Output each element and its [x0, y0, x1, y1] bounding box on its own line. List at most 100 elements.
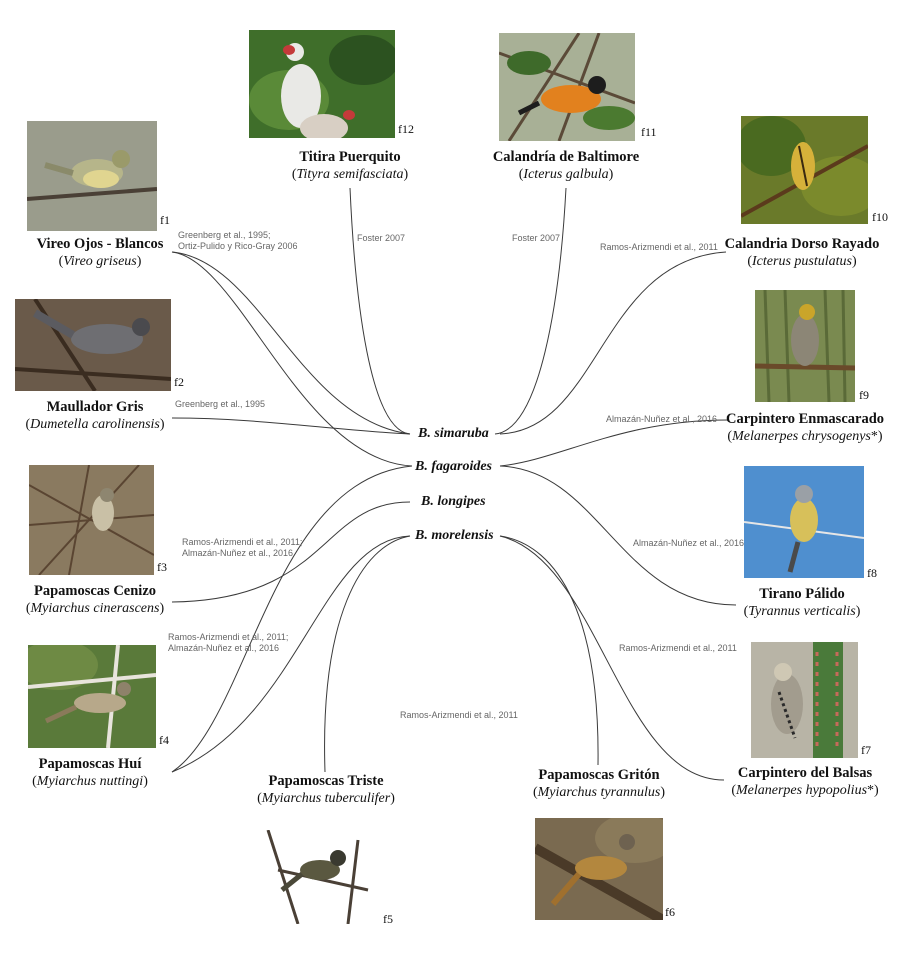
- link-f6-morelensis: [499, 535, 599, 766]
- bird-illustration: [755, 290, 855, 402]
- reference-line: Greenberg et al., 1995;: [178, 230, 271, 240]
- figure-label: f8: [867, 566, 877, 580]
- scientific-name: (Myiarchus tyrannulus): [532, 785, 666, 800]
- reference-line: Ramos-Arizmendi et al., 2011;: [182, 537, 303, 547]
- link-f3-longipes: [171, 501, 411, 603]
- bird-label-f2: Maullador Gris (Dumetella carolinensis): [0, 398, 190, 434]
- figure-label: f9: [859, 388, 869, 402]
- reference-f11: Foster 2007: [512, 233, 560, 244]
- photo-titira-puerquito: [249, 30, 395, 138]
- plant-node-morelensis: B. morelensis: [415, 528, 494, 543]
- reference-f2: Greenberg et al., 1995: [175, 399, 265, 410]
- reference-line: Ramos-Arizmendi et al., 2011;: [168, 632, 289, 642]
- scientific-name: (Icterus galbula): [518, 167, 614, 182]
- scientific-name: (Tyrannus verticalis): [743, 604, 861, 619]
- photo-papamoscas-cenizo: [29, 465, 154, 575]
- scientific-name: (Dumetella carolinensis): [25, 417, 165, 432]
- scientific-name: (Vireo griseus): [58, 254, 142, 269]
- link-f1-simaruba: [171, 251, 411, 435]
- common-name: Titira Puerquito: [299, 149, 401, 165]
- bird-illustration: [27, 121, 157, 231]
- scientific-name: (Tityra semifasciata): [291, 167, 409, 182]
- bird-illustration: [249, 30, 395, 138]
- scientific-name: (Icterus pustulatus): [747, 254, 857, 269]
- common-name: Papamoscas Cenizo: [33, 583, 157, 599]
- reference-line: Ortiz-Pulido y Rico-Gray 2006: [178, 241, 298, 251]
- reference-f1: Greenberg et al., 1995; Ortiz-Pulido y R…: [178, 230, 298, 252]
- figure-label: f7: [861, 743, 871, 757]
- reference-line: Almazán-Nuñez et al., 2016: [633, 538, 745, 548]
- link-f11-simaruba: [494, 187, 567, 435]
- common-name: Vireo Ojos - Blancos: [36, 236, 164, 252]
- figure-label: f10: [872, 210, 888, 224]
- common-name: Calandría de Baltimore: [492, 149, 640, 165]
- reference-line: Almazán-Nuñez et al., 2016: [182, 548, 294, 558]
- bird-illustration: [741, 116, 868, 224]
- link-f12-simaruba: [349, 187, 411, 435]
- photo-papamoscas-hui: [28, 645, 156, 748]
- figure-label: f5: [383, 912, 393, 926]
- figure-label: f1: [160, 213, 170, 227]
- bird-illustration: [15, 299, 171, 391]
- reference-f3: Ramos-Arizmendi et al., 2011; Almazán-Nu…: [182, 537, 302, 559]
- reference-f8: Almazán-Nuñez et al., 2016: [633, 538, 744, 549]
- scientific-name: (Myiarchus tuberculifer): [257, 791, 395, 806]
- link-f4-fagaroides: [171, 465, 413, 773]
- common-name: Tirano Pálido: [759, 586, 845, 602]
- link-f9-fagaroides: [499, 419, 729, 467]
- link-f2-simaruba: [171, 417, 411, 435]
- reference-line: Ramos-Arizmendi et al., 2011: [619, 643, 737, 653]
- photo-vireo-ojos-blancos: [27, 121, 157, 231]
- photo-tirano-palido: [744, 466, 864, 578]
- figure-label: f12: [398, 122, 414, 136]
- scientific-name: (Myiarchus cinerascens): [25, 601, 165, 616]
- reference-f12: Foster 2007: [357, 233, 405, 244]
- figure-label: f2: [174, 375, 184, 389]
- reference-line: Almazán-Nuñez et al., 2016: [168, 643, 280, 653]
- bird-label-f6: Papamoscas Gritón (Myiarchus tyrannulus): [499, 766, 699, 802]
- scientific-name: (Melanerpes hypopolius*): [731, 783, 879, 798]
- bird-illustration: [499, 33, 635, 141]
- reference-f10: Ramos-Arizmendi et al., 2011: [600, 242, 718, 253]
- scientific-name: (Melanerpes chrysogenys*): [727, 429, 883, 444]
- plant-node-simaruba: B. simaruba: [418, 426, 489, 441]
- common-name: Papamoscas Gritón: [538, 767, 660, 783]
- scientific-name: (Myiarchus nuttingi): [32, 774, 148, 789]
- photo-maullador-gris: [15, 299, 171, 391]
- plant-node-longipes: B. longipes: [421, 494, 486, 509]
- reference-line: Almazán-Nuñez et al., 2016: [606, 414, 718, 424]
- figure-label: f4: [159, 733, 169, 747]
- common-name: Carpintero del Balsas: [737, 765, 873, 781]
- reference-line: Ramos-Arizmendi et al., 2011: [600, 242, 718, 252]
- reference-f9: Almazán-Nuñez et al., 2016: [606, 414, 717, 425]
- bird-illustration: [535, 818, 663, 920]
- bird-illustration: [258, 830, 380, 924]
- bird-label-f3: Papamoscas Cenizo (Myiarchus cinerascens…: [0, 582, 190, 618]
- common-name: Carpintero Enmascarado: [725, 411, 885, 427]
- plant-node-fagaroides: B. fagaroides: [415, 459, 492, 474]
- bird-label-f5: Papamoscas Triste (Myiarchus tuberculife…: [226, 772, 426, 808]
- photo-calandria-de-baltimore: [499, 33, 635, 141]
- photo-calandria-dorso-rayado: [741, 116, 868, 224]
- reference-f7: Ramos-Arizmendi et al., 2011: [619, 643, 737, 654]
- common-name: Maullador Gris: [46, 399, 144, 415]
- photo-carpintero-del-balsas: [751, 642, 858, 758]
- bird-label-f8: Tirano Pálido (Tyrannus verticalis): [712, 585, 892, 621]
- reference-line: Greenberg et al., 1995: [175, 399, 266, 409]
- figure-label: f3: [157, 560, 167, 574]
- common-name: Papamoscas Huí: [38, 756, 142, 772]
- reference-f4: Ramos-Arizmendi et al., 2011; Almazán-Nu…: [168, 632, 288, 654]
- bird-illustration: [28, 645, 156, 748]
- reference-line: Ramos-Arizmendi et al., 2011: [400, 710, 518, 720]
- bird-label-f11: Calandría de Baltimore (Icterus galbula): [466, 148, 666, 184]
- bird-label-f1: Vireo Ojos - Blancos (Vireo griseus): [10, 235, 190, 271]
- bird-label-f9: Carpintero Enmascarado (Melanerpes chrys…: [712, 410, 898, 446]
- photo-papamoscas-triste: [258, 830, 380, 924]
- figure-label: f6: [665, 905, 675, 919]
- link-f4-morelensis: [171, 535, 411, 773]
- bird-illustration: [751, 642, 858, 758]
- bird-label-f10: Calandria Dorso Rayado (Icterus pustulat…: [712, 235, 892, 271]
- bird-illustration: [29, 465, 154, 575]
- link-f10-simaruba: [499, 251, 727, 435]
